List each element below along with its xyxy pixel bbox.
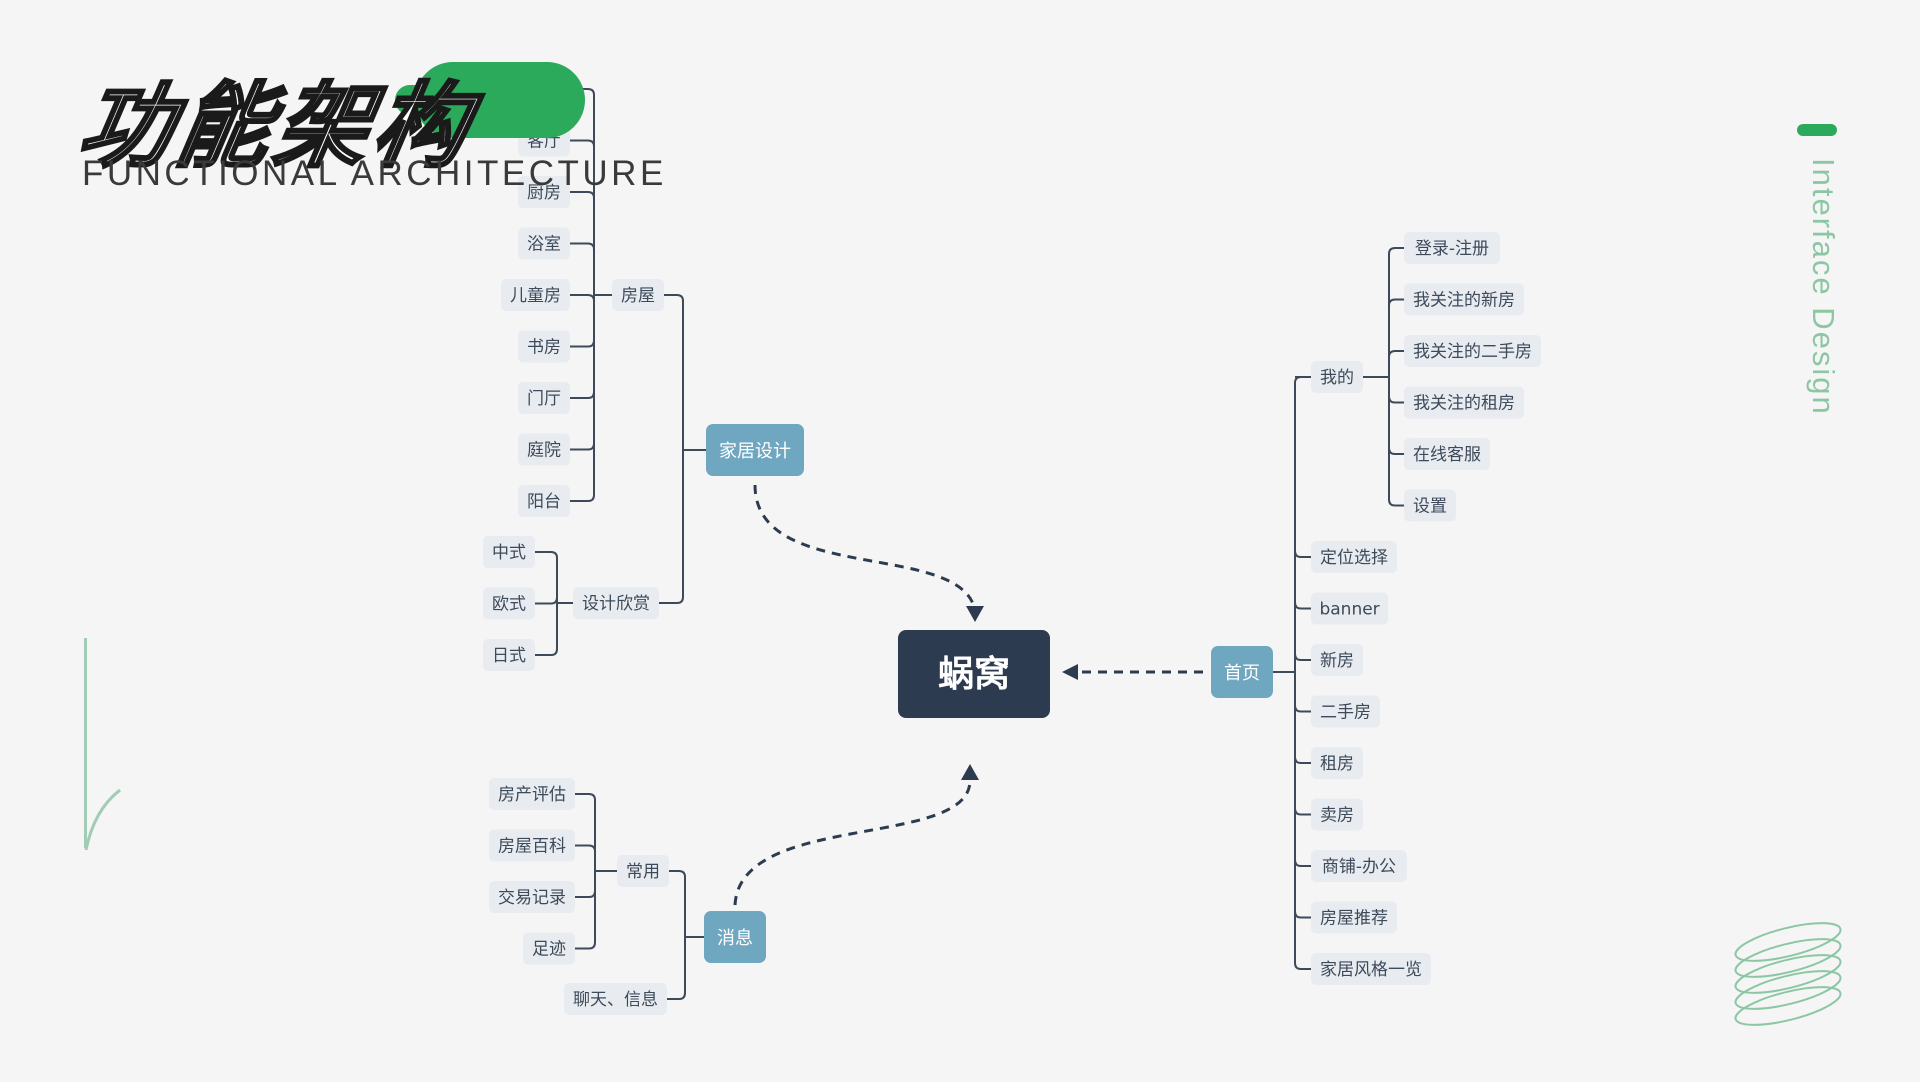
home-item-2: 新房: [1311, 644, 1363, 676]
group-appreciation-item-0: 中式: [483, 536, 535, 568]
group-house-item-8: 阳台: [518, 485, 570, 517]
group-appreciation-item-0-label: 中式: [492, 543, 526, 563]
decorative-rings-icon: [1734, 922, 1842, 1026]
group-mine-label: 我的: [1320, 368, 1354, 388]
home-item-4: 租房: [1311, 747, 1363, 779]
group-house-item-7-label: 庭院: [527, 441, 561, 461]
group-mine-item-2-label: 我关注的二手房: [1413, 342, 1532, 362]
hub-homepage-label: 首页: [1224, 663, 1260, 684]
hub-messages-label: 消息: [717, 928, 753, 949]
group-mine: 我的: [1311, 361, 1363, 393]
decorative-curve: [84, 788, 121, 851]
home-item-5: 卖房: [1311, 798, 1363, 831]
group-mine-item-1-label: 我关注的新房: [1413, 291, 1515, 311]
group-common-item-2-label: 交易记录: [498, 888, 566, 908]
group-common-item-1-label: 房屋百科: [498, 837, 566, 857]
group-mine-item-5: 设置: [1404, 489, 1456, 522]
decorative-vertical-line: [84, 638, 87, 848]
group-appreciation-group-label: 设计欣赏: [582, 594, 650, 614]
group-common-group-label: 常用: [626, 862, 660, 882]
page-subtitle: FUNCTIONAL ARCHITECTURE: [82, 154, 667, 193]
home-item-2-label: 新房: [1320, 651, 1354, 671]
msg-chat-node-label: 聊天、信息: [573, 990, 658, 1010]
group-appreciation-item-2: 日式: [483, 639, 535, 671]
group-appreciation-group: 设计欣赏: [573, 587, 659, 619]
group-appreciation-item-1-label: 欧式: [492, 595, 526, 615]
group-house-item-8-label: 阳台: [527, 492, 561, 512]
group-house-item-3: 浴室: [518, 227, 570, 260]
group-mine-item-4: 在线客服: [1404, 438, 1490, 470]
root-node-label: 蜗窝: [938, 654, 1010, 695]
group-appreciation-item-2-label: 日式: [492, 646, 526, 666]
group-mine-item-0-label: 登录-注册: [1415, 239, 1489, 259]
home-item-7-label: 房屋推荐: [1320, 909, 1388, 929]
home-item-0: 定位选择: [1311, 541, 1397, 573]
group-house-item-7: 庭院: [518, 433, 570, 466]
group-house-item-5-label: 书房: [527, 338, 561, 358]
home-item-5-label: 卖房: [1320, 806, 1354, 826]
home-item-4-label: 租房: [1320, 754, 1354, 774]
group-house-item-6: 门厅: [518, 382, 570, 414]
hub-messages: 消息: [704, 911, 766, 963]
group-common-item-0: 房产评估: [489, 778, 575, 810]
root-node: 蜗窝: [898, 630, 1050, 718]
group-common-item-2: 交易记录: [489, 881, 575, 913]
group-common-item-1: 房屋百科: [489, 829, 575, 862]
group-mine-item-0: 登录-注册: [1404, 232, 1500, 264]
group-house-item-6-label: 门厅: [527, 389, 561, 409]
group-common-item-0-label: 房产评估: [498, 785, 566, 805]
group-house-item-4: 儿童房: [501, 279, 570, 311]
group-house-item-4-label: 儿童房: [510, 286, 561, 306]
home-item-1-label: banner: [1319, 600, 1379, 620]
side-label: Interface Design: [1806, 158, 1841, 416]
home-item-8: 家居风格一览: [1311, 953, 1431, 985]
group-common-item-3-label: 足迹: [532, 940, 566, 960]
group-house-group: 房屋: [612, 279, 664, 311]
home-item-6: 商铺-办公: [1311, 850, 1407, 882]
group-common-item-3: 足迹: [523, 932, 575, 965]
group-house-item-2-label: 厨房: [527, 183, 561, 203]
title-highlight-blob-tail: [395, 85, 455, 115]
hub-home-design: 家居设计: [706, 424, 804, 476]
side-accent-bar: [1797, 124, 1837, 136]
msg-chat-node: 聊天、信息: [564, 983, 667, 1015]
hub-homepage: 首页: [1211, 646, 1273, 698]
group-mine-item-5-label: 设置: [1413, 497, 1447, 517]
group-house-group-label: 房屋: [621, 286, 655, 306]
group-mine-item-2: 我关注的二手房: [1404, 335, 1541, 367]
group-house-item-3-label: 浴室: [527, 235, 561, 255]
group-house-item-5: 书房: [518, 330, 570, 363]
home-item-0-label: 定位选择: [1320, 548, 1388, 568]
group-common-group: 常用: [617, 855, 669, 887]
home-item-1: banner: [1311, 592, 1389, 625]
group-mine-item-3: 我关注的租房: [1404, 386, 1524, 419]
hub-home-design-label: 家居设计: [719, 441, 791, 462]
home-item-3: 二手房: [1311, 695, 1380, 728]
home-item-3-label: 二手房: [1320, 703, 1371, 723]
home-item-6-label: 商铺-办公: [1322, 857, 1396, 877]
group-appreciation-item-1: 欧式: [483, 587, 535, 620]
group-mine-item-3-label: 我关注的租房: [1413, 394, 1515, 414]
home-item-7: 房屋推荐: [1311, 901, 1397, 934]
group-house-item-2: 厨房: [518, 176, 570, 208]
group-mine-item-4-label: 在线客服: [1413, 445, 1481, 465]
group-mine-item-1: 我关注的新房: [1404, 283, 1524, 316]
home-item-8-label: 家居风格一览: [1320, 960, 1422, 980]
